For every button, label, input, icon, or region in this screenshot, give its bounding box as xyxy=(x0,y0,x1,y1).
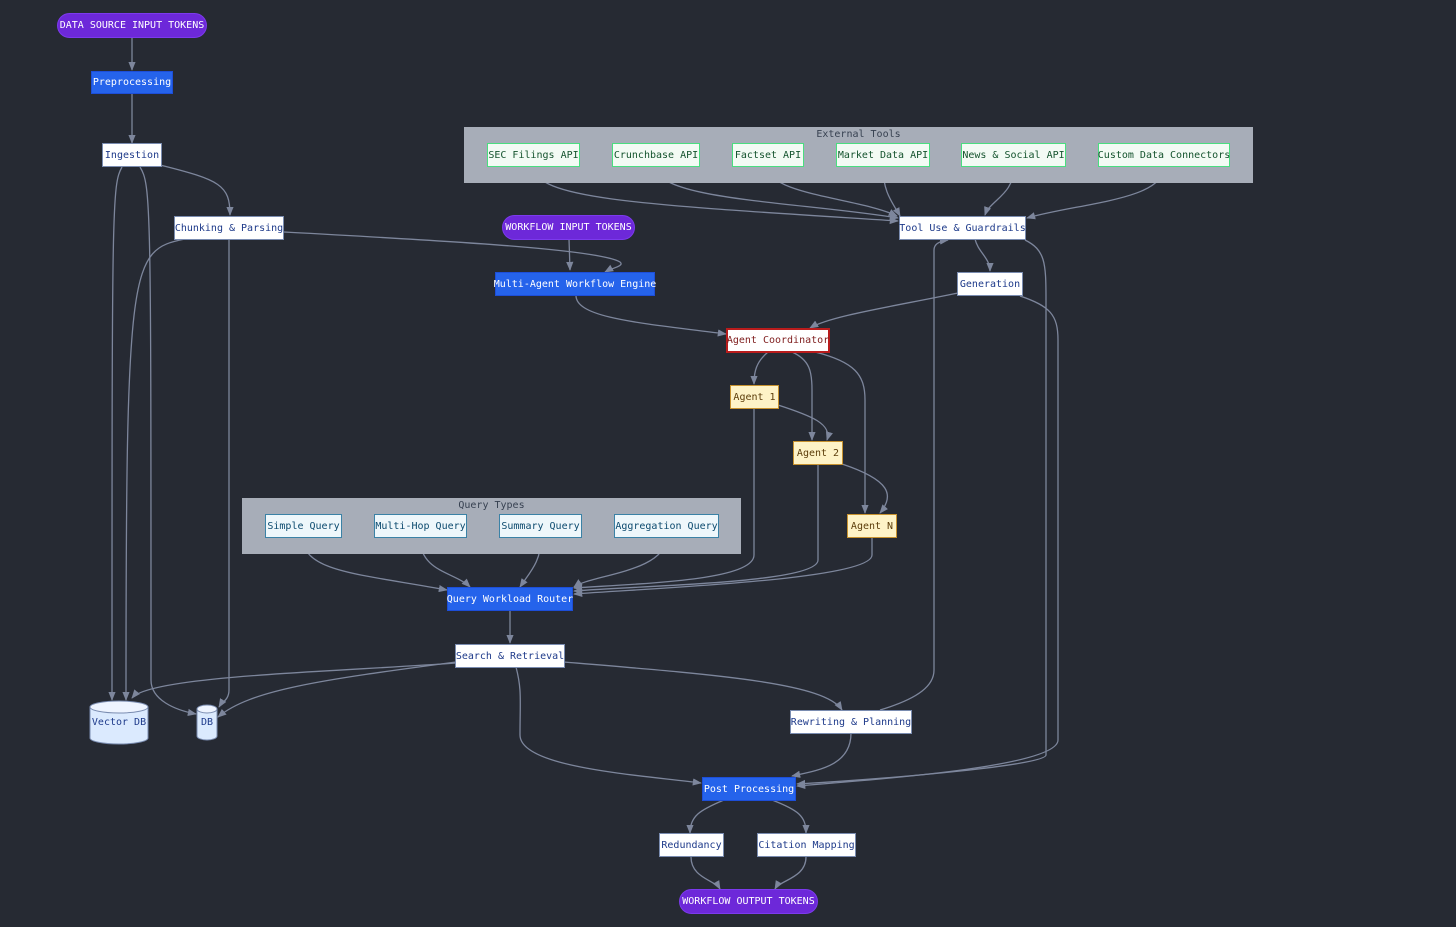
edge-rewriting-tooluse xyxy=(879,237,949,711)
edge-agent2-router xyxy=(573,465,819,594)
multi-agent-workflow-engine-node[interactable]: Multi-Agent Workflow Engine xyxy=(494,272,656,296)
custom-data-connectors-node[interactable]: Custom Data Connectors xyxy=(1098,143,1230,167)
generation-node[interactable]: Generation xyxy=(957,272,1023,296)
edge-tooluse-generation xyxy=(974,238,994,272)
summary-query-node[interactable]: Summary Query xyxy=(499,514,582,538)
edge-ingestion-vectordb xyxy=(108,166,123,701)
db-label: DB xyxy=(200,716,214,728)
workflow-input-tokens[interactable]: WORKFLOW INPUT TOKENS xyxy=(502,215,635,240)
edge-ingestion-db xyxy=(139,166,197,717)
edge-rewriting-postprocessing xyxy=(791,732,852,778)
news-social-api-node[interactable]: News & Social API xyxy=(961,143,1066,167)
vector-db-label: Vector DB xyxy=(91,716,147,728)
edge-workflowinput-engine xyxy=(566,238,574,271)
db-cylinder xyxy=(196,704,218,741)
citation-mapping-node[interactable]: Citation Mapping xyxy=(757,833,856,857)
edge-chunking-db xyxy=(218,239,230,708)
edge-generation-postprocessing xyxy=(796,295,1059,789)
agent-1-node[interactable]: Agent 1 xyxy=(730,385,779,409)
search-retrieval-node[interactable]: Search & Retrieval xyxy=(455,644,565,668)
agent-2-node[interactable]: Agent 2 xyxy=(793,441,843,465)
edge-postprocessing-citation xyxy=(771,799,810,834)
crunchbase-api-node[interactable]: Crunchbase API xyxy=(612,143,700,167)
edge-citation-output xyxy=(774,856,807,890)
edge-generation-coordinator xyxy=(809,292,959,329)
edge-search-postprocessing xyxy=(515,666,702,786)
edge-agent2-agentn xyxy=(841,463,889,514)
sec-filings-api-node[interactable]: SEC Filings API xyxy=(487,143,580,167)
edge-search-rewriting xyxy=(563,661,843,711)
edge-search-db xyxy=(217,661,457,718)
query-types-title: Query Types xyxy=(458,500,525,511)
edge-engine-coordinator xyxy=(575,294,727,337)
tool-use-guardrails-node[interactable]: Tool Use & Guardrails xyxy=(899,216,1026,240)
simple-query-node[interactable]: Simple Query xyxy=(265,514,342,538)
edge-coordinator-agentn xyxy=(814,351,869,514)
edge-postprocessing-redundancy xyxy=(686,799,725,834)
edge-search-vectordb xyxy=(131,662,457,699)
market-data-api-node[interactable]: Market Data API xyxy=(836,143,930,167)
external-tools-title: External Tools xyxy=(816,129,901,140)
aggregation-query-node[interactable]: Aggregation Query xyxy=(614,514,719,538)
rewriting-planning-node[interactable]: Rewriting & Planning xyxy=(790,710,912,734)
agent-n-node[interactable]: Agent N xyxy=(847,514,897,538)
edge-tooluse-postprocessing xyxy=(796,239,1047,788)
edge-agent1-agent2 xyxy=(777,404,833,441)
multi-hop-query-node[interactable]: Multi-Hop Query xyxy=(374,514,467,538)
post-processing-node[interactable]: Post Processing xyxy=(702,777,796,801)
edge-ingestion-chunking xyxy=(159,164,234,216)
edge-coordinator-agent1 xyxy=(750,351,769,385)
edge-chunking-engine xyxy=(283,231,622,273)
ingestion-node[interactable]: Ingestion xyxy=(102,143,162,167)
redundancy-node[interactable]: Redundancy xyxy=(659,833,724,857)
edge-agentn-router xyxy=(573,538,873,597)
vector-db-cylinder xyxy=(89,700,149,745)
data-source-input-tokens[interactable]: DATA SOURCE INPUT TOKENS xyxy=(57,13,207,38)
edge-chunking-vectordb xyxy=(122,238,186,701)
edge-redundancy-output xyxy=(690,856,721,890)
agent-coordinator-node[interactable]: Agent Coordinator xyxy=(726,328,830,353)
workflow-output-tokens[interactable]: WORKFLOW OUTPUT TOKENS xyxy=(679,889,818,914)
edge-coordinator-agent2 xyxy=(791,351,816,441)
edge-agent1-router xyxy=(573,409,755,592)
chunking-parsing-node[interactable]: Chunking & Parsing xyxy=(174,216,284,240)
factset-api-node[interactable]: Factset API xyxy=(732,143,804,167)
preprocessing-node[interactable]: Preprocessing xyxy=(91,71,173,94)
query-workload-router-node[interactable]: Query Workload Router xyxy=(447,587,573,611)
